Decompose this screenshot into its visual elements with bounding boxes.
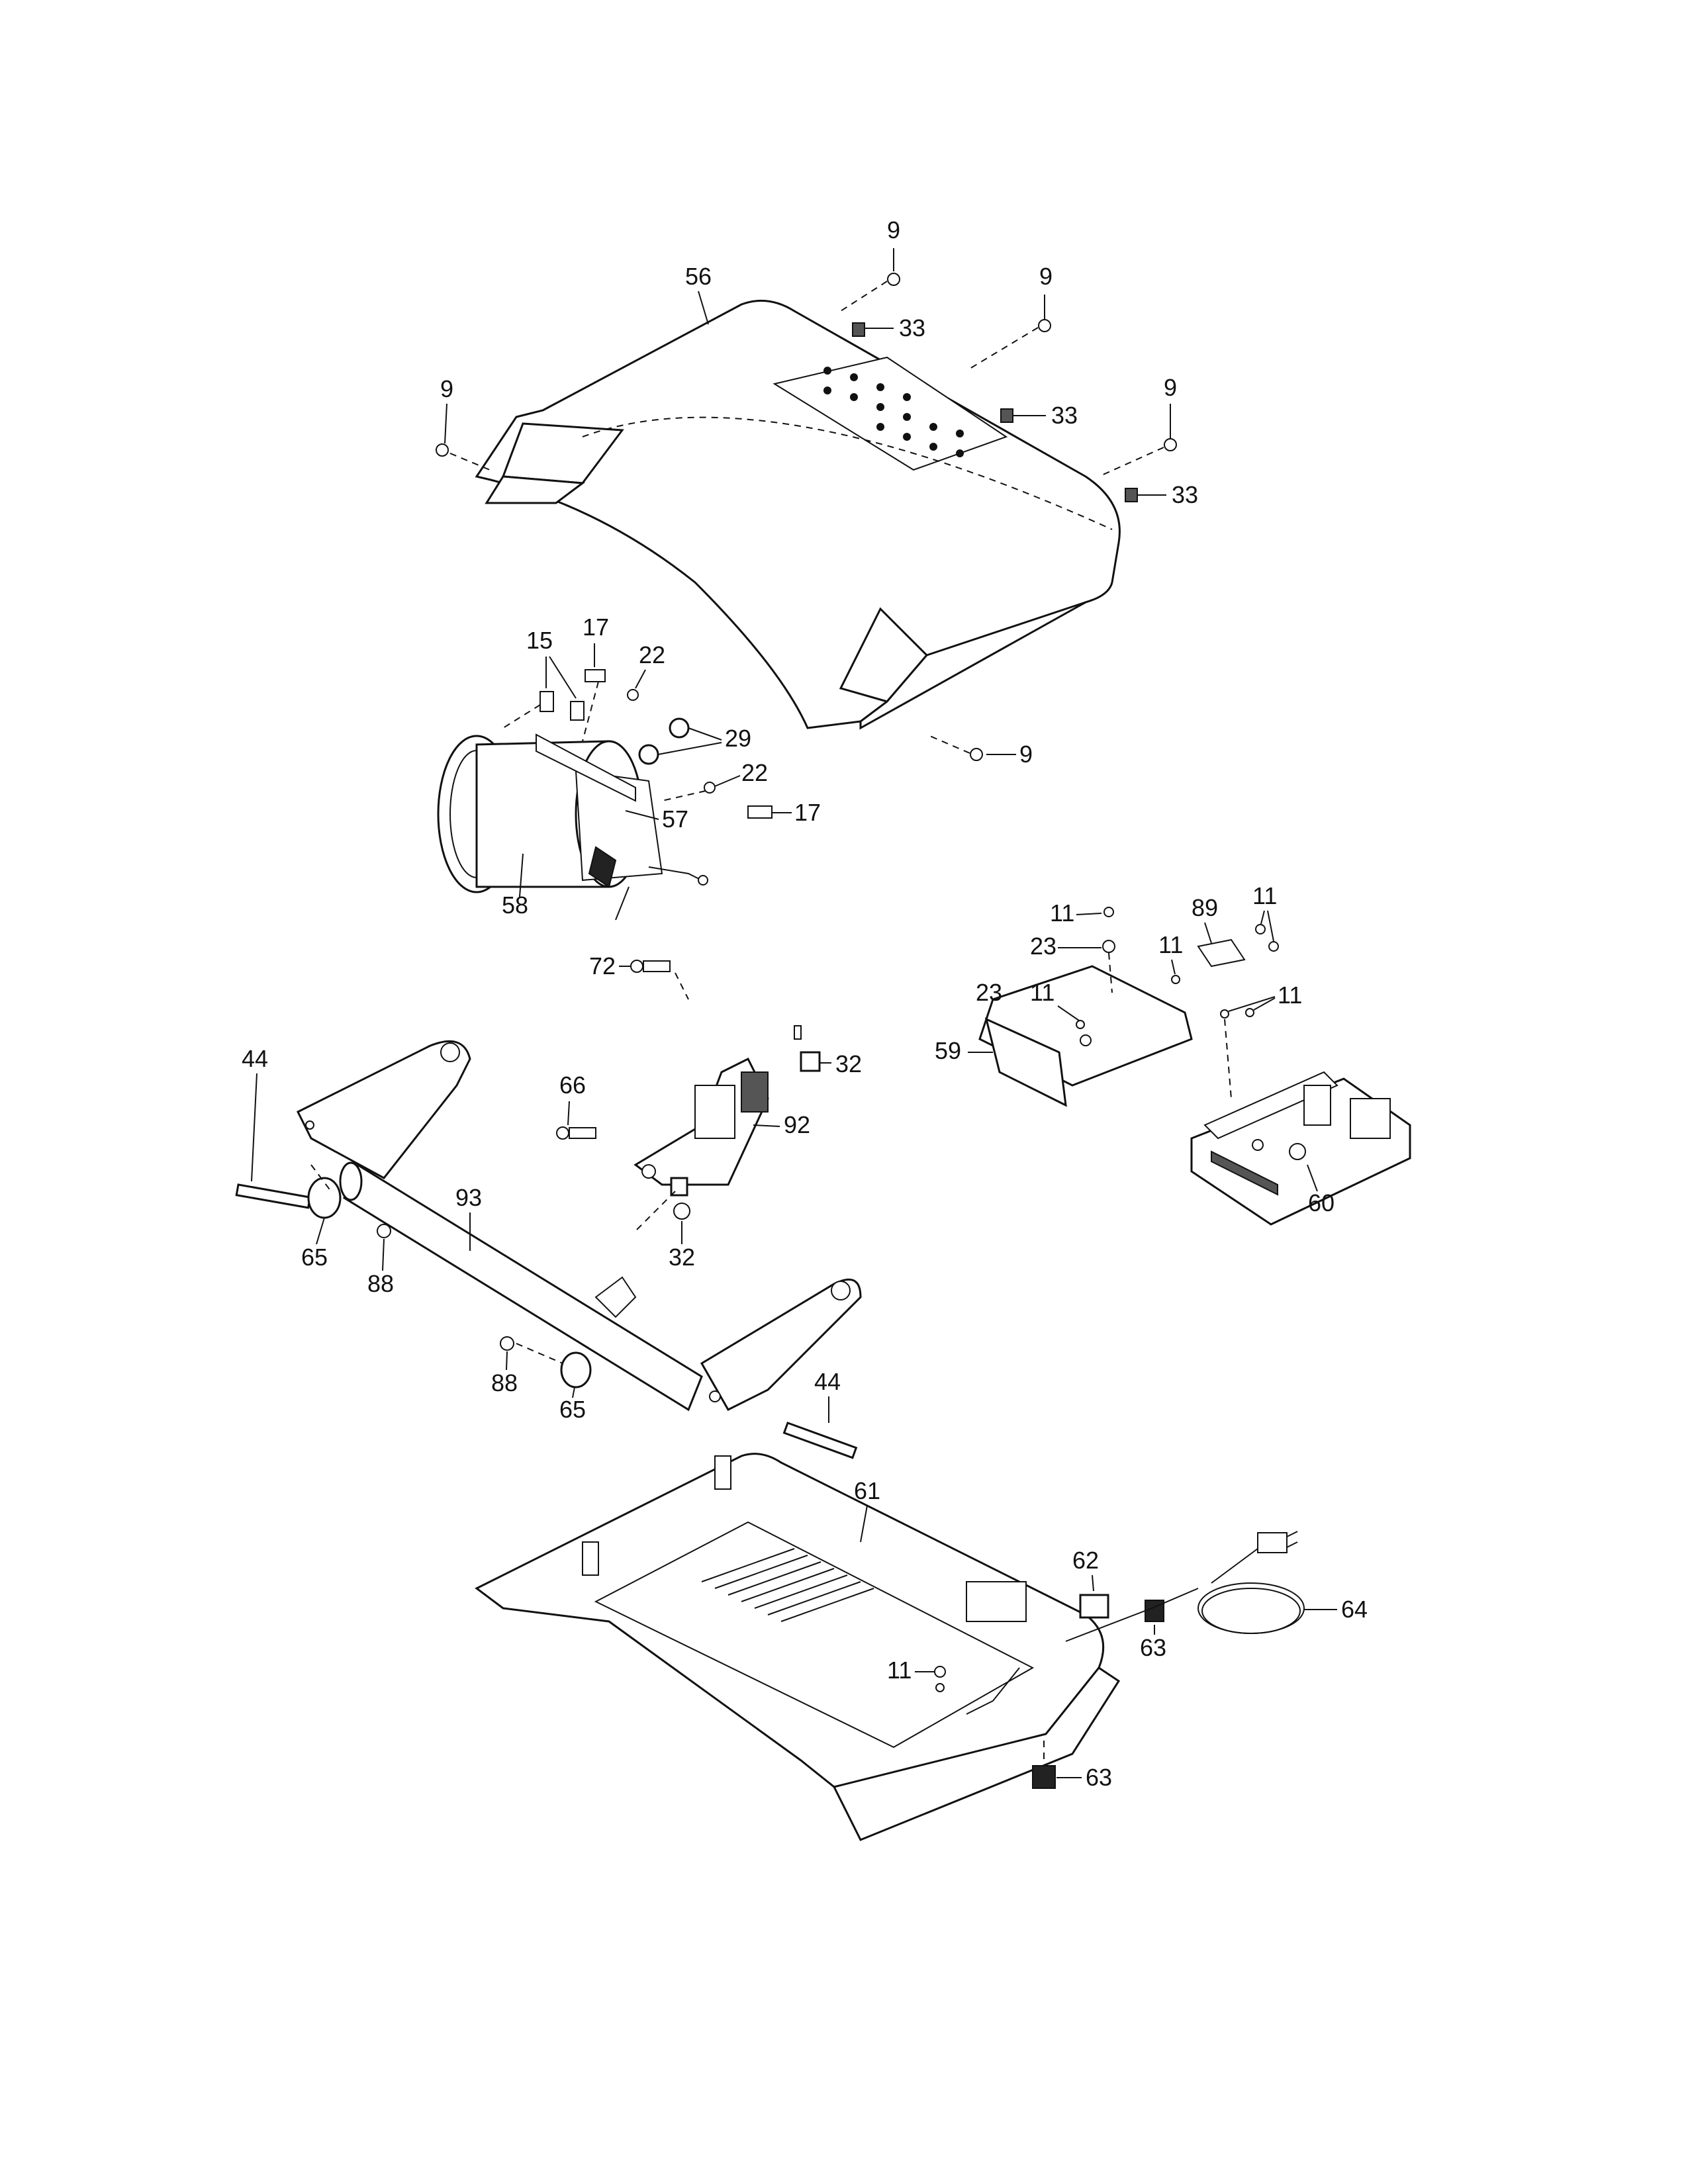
hood-screws — [436, 273, 1177, 761]
callout-17-top: 17 — [583, 614, 609, 641]
callout-15: 15 — [526, 627, 553, 654]
callout-93: 93 — [455, 1184, 482, 1211]
motor-controller-bracket — [978, 907, 1279, 1107]
callout-9-mid: 9 — [1039, 263, 1053, 290]
power-components — [1032, 1531, 1305, 1789]
callout-63-upper: 63 — [1140, 1634, 1166, 1661]
callout-33-right: 33 — [1172, 481, 1198, 508]
callout-11-f: 11 — [887, 1657, 912, 1684]
drive-motor — [437, 733, 708, 921]
callout-11-e: 11 — [1278, 981, 1302, 1009]
incline-motor — [556, 960, 821, 1220]
callout-22-top: 22 — [639, 641, 665, 668]
callout-88-bottom: 88 — [491, 1369, 518, 1396]
callout-22-bottom: 22 — [741, 759, 768, 786]
callout-23-b: 23 — [976, 979, 1002, 1006]
base-pan — [475, 1453, 1121, 1841]
callout-33-top: 33 — [899, 314, 925, 341]
callout-89: 89 — [1192, 894, 1218, 921]
callout-72: 72 — [589, 952, 616, 979]
callout-44-right: 44 — [814, 1368, 841, 1395]
hood-cover — [475, 299, 1121, 730]
callout-17-bottom: 17 — [794, 799, 821, 826]
callout-33-mid: 33 — [1051, 402, 1078, 429]
callout-11-a: 11 — [1050, 899, 1074, 927]
callout-44-left: 44 — [242, 1045, 268, 1072]
callout-9-left: 9 — [440, 375, 453, 402]
callout-62: 62 — [1072, 1547, 1099, 1574]
callout-66: 66 — [559, 1071, 586, 1099]
callout-32-right: 32 — [835, 1050, 862, 1077]
motor-controller-board — [1190, 1071, 1411, 1226]
base-vent-slots — [701, 1548, 874, 1622]
callout-32-bottom: 32 — [669, 1244, 695, 1271]
callout-64: 64 — [1341, 1596, 1368, 1623]
callout-11-c: 11 — [1252, 882, 1277, 909]
callout-57: 57 — [662, 805, 688, 833]
hood-vent-holes — [823, 367, 964, 457]
callout-92: 92 — [784, 1111, 810, 1138]
callout-65-bottom: 65 — [559, 1396, 586, 1423]
motor-hardware — [539, 669, 773, 819]
callout-60: 60 — [1308, 1189, 1335, 1216]
callout-56: 56 — [685, 263, 712, 290]
callout-9-top: 9 — [887, 216, 900, 244]
callout-11-d: 11 — [1030, 979, 1055, 1006]
callout-63-lower: 63 — [1086, 1764, 1112, 1791]
callout-9-right: 9 — [1164, 374, 1177, 401]
callout-88-left: 88 — [367, 1270, 394, 1297]
callout-23-a: 23 — [1030, 933, 1056, 960]
callout-11-b: 11 — [1158, 931, 1183, 958]
callout-9-bottom: 9 — [1019, 741, 1033, 768]
incline-frame — [235, 1040, 862, 1459]
callout-65-left: 65 — [301, 1244, 328, 1271]
callout-58: 58 — [502, 891, 528, 919]
callout-59: 59 — [935, 1037, 961, 1064]
callout-29: 29 — [725, 725, 751, 752]
callout-61: 61 — [854, 1477, 880, 1504]
